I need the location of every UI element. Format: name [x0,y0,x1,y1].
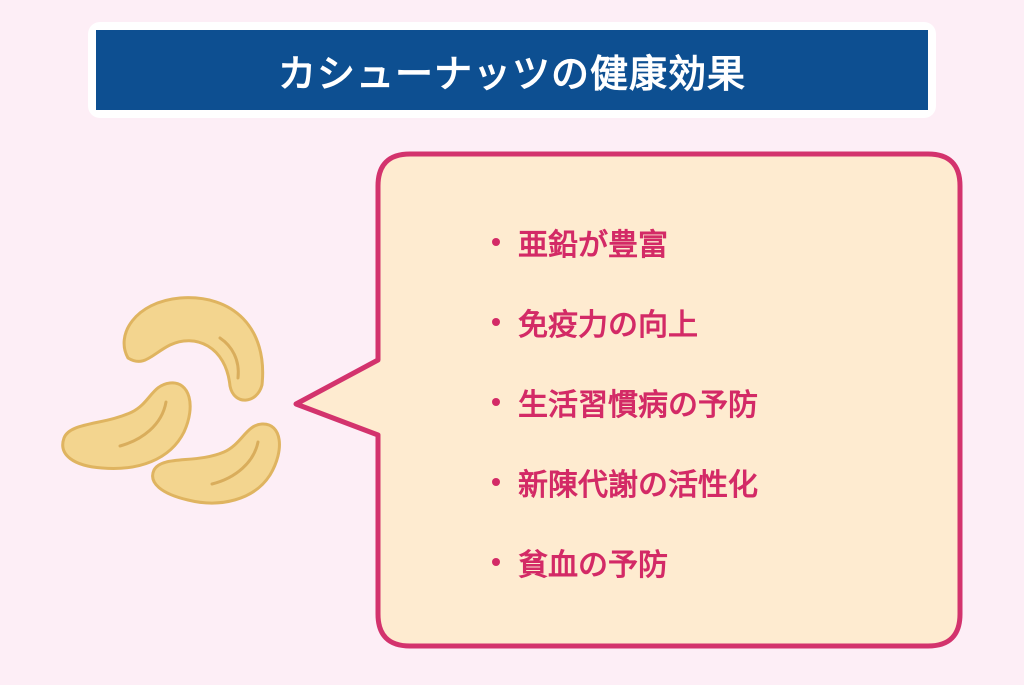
cashew-icon [122,296,265,402]
benefits-list: 亜鉛が豊富 免疫力の向上 生活習慣病の予防 新陳代謝の活性化 貧血の予防 [492,213,758,591]
bullet-icon [492,558,500,566]
list-item-text: 生活習慣病の予防 [518,388,758,423]
list-item-text: 亜鉛が豊富 [518,228,668,263]
list-item: 亜鉛が豊富 [492,213,758,271]
title-bar: カシューナッツの健康効果 [96,30,928,110]
title-banner: カシューナッツの健康効果 [88,22,936,118]
list-item-text: 免疫力の向上 [518,308,698,343]
cashew-icon [61,381,192,470]
list-item: 貧血の予防 [492,533,758,591]
cashew-icon [151,422,281,505]
bullet-icon [492,398,500,406]
list-item-text: 新陳代謝の活性化 [518,468,758,503]
bullet-icon [492,478,500,486]
list-item-text: 貧血の予防 [518,548,668,583]
bullet-icon [492,238,500,246]
list-item: 新陳代謝の活性化 [492,453,758,511]
list-item: 免疫力の向上 [492,293,758,351]
list-item: 生活習慣病の予防 [492,373,758,431]
bullet-icon [492,318,500,326]
page-title: カシューナッツの健康効果 [277,51,746,96]
